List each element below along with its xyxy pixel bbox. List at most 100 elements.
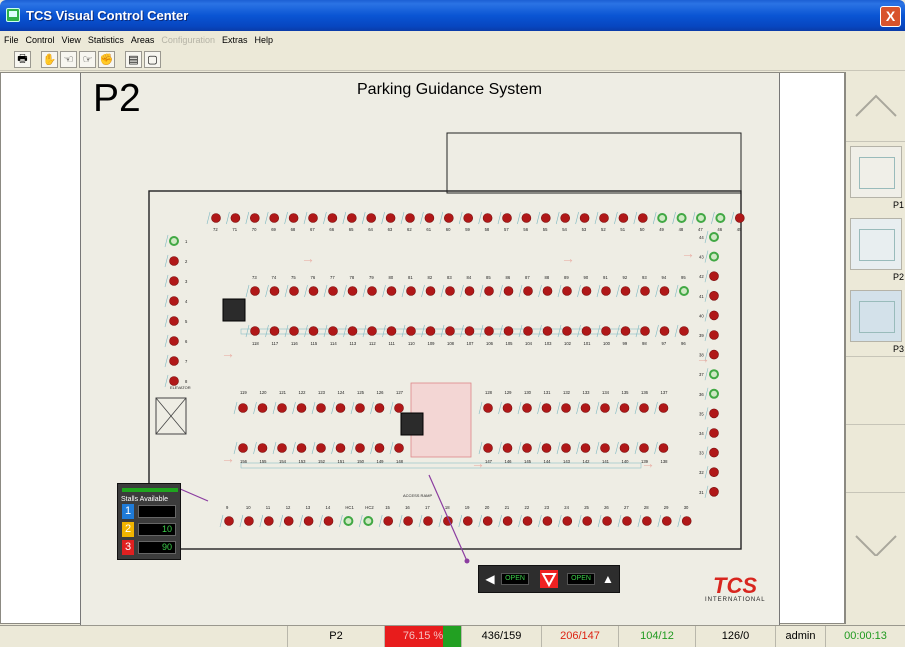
stall-119[interactable]	[238, 403, 248, 413]
stall-70[interactable]	[250, 213, 260, 223]
stall-73[interactable]	[250, 286, 260, 296]
stall-53[interactable]	[579, 213, 590, 223]
stall-93[interactable]	[640, 286, 650, 296]
stall-36[interactable]	[709, 388, 719, 399]
stall-52[interactable]	[599, 213, 609, 223]
stall-44[interactable]	[709, 232, 719, 242]
stall-26[interactable]	[602, 516, 612, 526]
stall-88[interactable]	[542, 286, 553, 296]
title-bar[interactable]: TCS Visual Control Center X	[0, 0, 905, 31]
stall-21[interactable]	[502, 516, 513, 526]
stall-48[interactable]	[676, 213, 687, 223]
stall-112[interactable]	[367, 326, 377, 336]
stall-118[interactable]	[250, 326, 260, 336]
stall-19[interactable]	[462, 516, 473, 526]
stall-123[interactable]	[316, 403, 326, 413]
stall-104[interactable]	[523, 326, 533, 336]
thumbnail-p1[interactable]: P1	[850, 146, 904, 210]
stall-149[interactable]	[374, 443, 385, 453]
stall-67[interactable]	[308, 213, 318, 223]
stall-78[interactable]	[347, 286, 358, 296]
stall-142[interactable]	[580, 443, 591, 453]
stall-1[interactable]	[169, 236, 179, 246]
stall-139[interactable]	[639, 443, 649, 453]
stall-84[interactable]	[464, 286, 475, 296]
stall-111[interactable]	[386, 326, 397, 336]
stall-97[interactable]	[659, 326, 670, 336]
exit-sign[interactable]: ◀ OPEN OPEN ▲	[478, 565, 620, 593]
stall-122[interactable]	[296, 403, 307, 413]
stall-25[interactable]	[582, 516, 593, 526]
stall-79[interactable]	[367, 286, 377, 296]
stall-13[interactable]	[303, 516, 314, 526]
stall-126[interactable]	[374, 403, 385, 413]
stall-116[interactable]	[289, 326, 299, 336]
stall-107[interactable]	[464, 326, 475, 336]
stall-7[interactable]	[169, 356, 179, 366]
stall-65[interactable]	[346, 213, 357, 223]
stall-6[interactable]	[169, 336, 179, 346]
stall-152[interactable]	[316, 443, 326, 453]
stall-11[interactable]	[264, 516, 274, 526]
stall-80[interactable]	[386, 286, 397, 296]
thumbnail-p2[interactable]: P2	[850, 218, 904, 282]
stall-64[interactable]	[366, 213, 377, 223]
menu-extras[interactable]: Extras	[221, 35, 248, 45]
stall-121[interactable]	[277, 403, 287, 413]
stalls-available-display[interactable]: Stalls Available 1 2 10 3 90	[117, 483, 181, 560]
stall-117[interactable]	[269, 326, 280, 336]
stall-34[interactable]	[709, 428, 719, 438]
stall-22[interactable]	[522, 516, 533, 526]
stall-27[interactable]	[622, 516, 632, 526]
stall-33[interactable]	[709, 447, 719, 458]
stall-146[interactable]	[502, 443, 513, 453]
stall-136[interactable]	[639, 403, 649, 413]
stall-89[interactable]	[562, 286, 572, 296]
stall-50[interactable]	[637, 213, 648, 223]
stall-125[interactable]	[355, 403, 365, 413]
stall-115[interactable]	[308, 326, 319, 336]
stall-49[interactable]	[657, 213, 668, 223]
stall-35[interactable]	[709, 408, 719, 419]
stall-131[interactable]	[541, 403, 552, 413]
stall-28[interactable]	[642, 516, 652, 526]
stall-86[interactable]	[503, 286, 514, 296]
stall-HC1[interactable]	[343, 516, 354, 526]
stall-141[interactable]	[600, 443, 610, 453]
stall-20[interactable]	[482, 516, 493, 526]
stall-113[interactable]	[347, 326, 358, 336]
stall-HC2[interactable]	[363, 516, 374, 526]
clipboard-icon[interactable]: ▤	[125, 51, 142, 68]
stall-68[interactable]	[288, 213, 299, 223]
stall-2[interactable]	[169, 256, 179, 266]
stall-120[interactable]	[257, 403, 268, 413]
hand-stop-icon[interactable]: ✋	[41, 51, 58, 68]
stall-47[interactable]	[696, 213, 706, 223]
hand-point-icon[interactable]: ☞	[79, 51, 96, 68]
thumbnail-p3[interactable]: P3	[850, 290, 904, 354]
menu-configuration[interactable]: Configuration	[161, 35, 215, 45]
stall-15[interactable]	[383, 516, 394, 526]
stall-92[interactable]	[620, 286, 631, 296]
stall-66[interactable]	[327, 213, 338, 223]
scroll-down-button[interactable]	[846, 502, 905, 572]
stall-140[interactable]	[619, 443, 630, 453]
stall-41[interactable]	[709, 291, 719, 301]
stall-23[interactable]	[542, 516, 553, 526]
stall-154[interactable]	[277, 443, 287, 453]
stall-153[interactable]	[296, 443, 307, 453]
stall-54[interactable]	[560, 213, 571, 223]
stall-59[interactable]	[463, 213, 474, 223]
stall-69[interactable]	[269, 213, 279, 223]
stall-155[interactable]	[257, 443, 268, 453]
print-icon[interactable]: 🖶	[14, 51, 31, 68]
stall-43[interactable]	[709, 251, 719, 262]
stall-12[interactable]	[283, 516, 294, 526]
stall-144[interactable]	[541, 443, 552, 453]
stall-87[interactable]	[523, 286, 533, 296]
stall-105[interactable]	[503, 326, 514, 336]
stall-9[interactable]	[224, 516, 234, 526]
stall-72[interactable]	[211, 213, 221, 223]
stall-58[interactable]	[482, 213, 493, 223]
stall-57[interactable]	[502, 213, 512, 223]
